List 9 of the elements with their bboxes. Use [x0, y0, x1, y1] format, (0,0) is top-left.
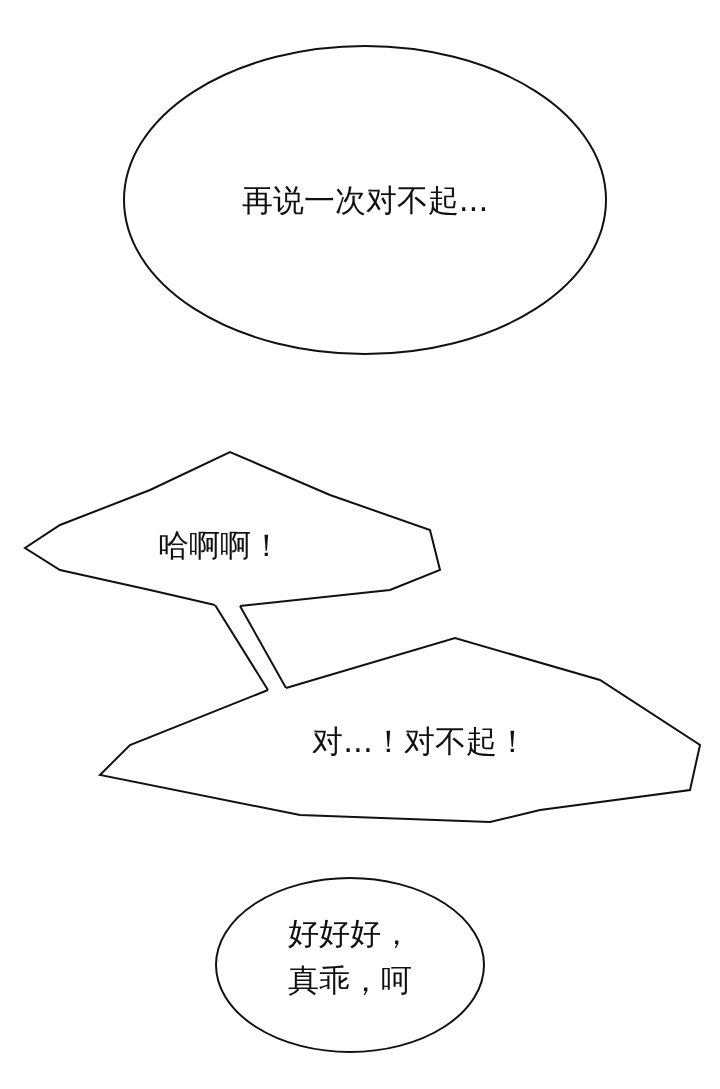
- speech-bubble: [100, 638, 700, 822]
- speech-text: 好好好，真乖，呵: [287, 914, 413, 1000]
- bubble-tail: [214, 604, 287, 691]
- speech-bubble: [25, 452, 440, 606]
- speech-bubble: [215, 877, 485, 1053]
- speech-text: 对...！对不起！: [311, 722, 529, 761]
- speech-text: 再说一次对不起...: [240, 181, 490, 220]
- speech-text: 哈啊啊！: [157, 526, 283, 565]
- speech-bubble: [123, 45, 607, 355]
